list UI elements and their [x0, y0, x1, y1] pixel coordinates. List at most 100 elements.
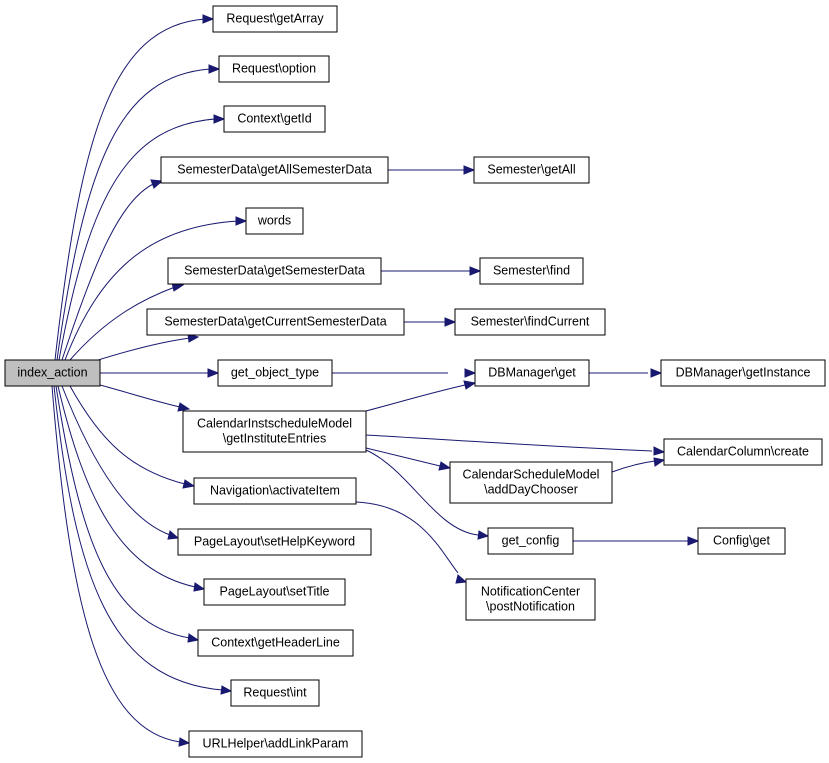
svg-text:Semester\getAll: Semester\getAll	[487, 162, 575, 176]
node-get-config[interactable]: get_config	[487, 527, 574, 555]
svg-text:PageLayout\setHelpKeyword: PageLayout\setHelpKeyword	[194, 534, 355, 548]
node-get-object-type[interactable]: get_object_type	[217, 359, 333, 387]
svg-text:CalendarScheduleModel: CalendarScheduleModel	[463, 467, 600, 481]
arrow-option	[208, 64, 221, 74]
arrow-getId	[213, 114, 226, 124]
arrow-calsched	[438, 461, 452, 471]
edge-index-getSemesterData	[69, 286, 176, 361]
arrow-words	[235, 216, 248, 226]
edge-calinst-getconfig	[365, 449, 479, 536]
svg-text:Semester\find: Semester\find	[493, 263, 570, 277]
arrow-dbget	[464, 368, 477, 378]
svg-text:Request\getArray: Request\getArray	[226, 11, 324, 25]
node-context-getheaderline[interactable]: Context\getHeaderLine	[197, 629, 354, 657]
svg-text:index_action: index_action	[17, 365, 87, 379]
edge-calinst-dbget	[365, 384, 466, 412]
arrow-configget	[687, 536, 700, 546]
node-semesterdata-getsemesterdata[interactable]: SemesterData\getSemesterData	[167, 257, 382, 285]
arrow-get_object_type	[207, 368, 220, 378]
arrow-req-int	[220, 685, 233, 695]
node-semester-getall[interactable]: Semester\getAll	[473, 156, 590, 184]
svg-text:DBManager\get: DBManager\get	[488, 365, 576, 379]
edge-index-req-int	[53, 385, 223, 691]
svg-text:CalendarColumn\create: CalendarColumn\create	[677, 444, 809, 458]
node-dbmanager-getinstance[interactable]: DBManager\getInstance	[660, 359, 826, 387]
arrow-pl-help	[167, 530, 180, 540]
node-words[interactable]: words	[245, 207, 304, 235]
edge-index-words	[64, 220, 240, 361]
svg-text:words: words	[257, 213, 291, 227]
edge-calsched-calcol	[611, 460, 656, 473]
edge-calinst-calsched	[365, 447, 441, 467]
arrowheads	[150, 14, 700, 747]
arrow-semGetAll	[463, 165, 476, 175]
arrow-calsched-calcol	[653, 457, 666, 467]
node-pagelayout-settitle[interactable]: PageLayout\setTitle	[203, 578, 346, 606]
node-semesterdata-getallsemesterdata[interactable]: SemesterData\getAllSemesterData	[160, 156, 389, 184]
edge-index-option	[56, 68, 211, 361]
node-calendarcolumn-create[interactable]: CalendarColumn\create	[663, 438, 823, 466]
edge-index-getArray	[54, 18, 206, 361]
node-context-getid[interactable]: Context\getId	[223, 105, 326, 133]
arrow-ctx-header	[187, 633, 200, 643]
edge-index-url-add	[51, 385, 181, 743]
svg-text:CalendarInstscheduleModel: CalendarInstscheduleModel	[197, 416, 352, 430]
node-dbmanager-get[interactable]: DBManager\get	[474, 359, 590, 387]
arrow-url-add	[178, 737, 191, 747]
edge-calinst-calcol	[365, 434, 653, 452]
svg-text:NotificationCenter: NotificationCenter	[481, 584, 580, 598]
edge-navigation-notif	[355, 501, 459, 574]
node-index-action[interactable]: index_action	[4, 359, 101, 387]
svg-text:Config\get: Config\get	[713, 533, 771, 547]
edge-index-calinst	[99, 384, 181, 408]
svg-text:\postNotification: \postNotification	[486, 599, 575, 613]
svg-text:DBManager\getInstance: DBManager\getInstance	[676, 365, 811, 379]
svg-text:Semester\findCurrent: Semester\findCurrent	[471, 314, 590, 328]
arrow-getArray	[202, 14, 215, 24]
edge-index-pl-title	[57, 385, 196, 588]
svg-text:get_object_type: get_object_type	[231, 365, 319, 379]
node-calendarschedulemodel-adddaychooser[interactable]: CalendarScheduleModel \addDayChooser	[449, 461, 613, 504]
svg-text:SemesterData\getAllSemesterDat: SemesterData\getAllSemesterData	[177, 162, 372, 176]
node-calendarinstschedulemodel-getinstituteentries[interactable]: CalendarInstscheduleModel \getInstituteE…	[182, 410, 367, 453]
edges	[51, 18, 688, 743]
arrow-getAllSemesterData	[150, 179, 164, 189]
svg-text:Request\int: Request\int	[243, 685, 307, 699]
arrow-calinst	[177, 402, 191, 412]
edge-index-getCurrentSemesterData	[94, 337, 191, 362]
arrow-semFindCurrent	[444, 317, 457, 327]
svg-text:URLHelper\addLinkParam: URLHelper\addLinkParam	[203, 736, 349, 750]
svg-text:Context\getHeaderLine: Context\getHeaderLine	[211, 635, 340, 649]
arrow-calcol	[653, 446, 666, 456]
node-urlhelper-addlinkparam[interactable]: URLHelper\addLinkParam	[188, 730, 363, 758]
arrow-pl-title	[193, 582, 206, 592]
node-semester-find[interactable]: Semester\find	[479, 257, 584, 285]
node-config-get[interactable]: Config\get	[697, 527, 786, 555]
arrow-semFind	[469, 266, 482, 276]
node-semester-findcurrent[interactable]: Semester\findCurrent	[454, 308, 606, 336]
svg-text:PageLayout\setTitle: PageLayout\setTitle	[219, 584, 329, 598]
svg-text:Navigation\activateItem: Navigation\activateItem	[210, 483, 340, 497]
arrow-calinst-dbget	[463, 380, 477, 390]
svg-text:\getInstituteEntries: \getInstituteEntries	[223, 431, 327, 445]
arrow-notif	[455, 574, 468, 584]
edge-index-pl-help	[61, 385, 171, 536]
node-request-getarray[interactable]: Request\getArray	[212, 5, 338, 33]
svg-text:Request\option: Request\option	[232, 61, 316, 75]
svg-text:SemesterData\getSemesterData: SemesterData\getSemesterData	[184, 263, 365, 277]
node-navigation-activateitem[interactable]: Navigation\activateItem	[193, 477, 357, 505]
arrow-getconfig	[477, 530, 490, 540]
node-semesterdata-getcurrentsemesterdata[interactable]: SemesterData\getCurrentSemesterData	[146, 308, 405, 336]
node-notificationcenter-postnotification[interactable]: NotificationCenter \postNotification	[465, 578, 596, 621]
edge-index-ctx-header	[55, 385, 191, 639]
svg-text:\addDayChooser: \addDayChooser	[484, 482, 578, 496]
node-request-int[interactable]: Request\int	[230, 679, 320, 707]
node-pagelayout-sethelpkeyword[interactable]: PageLayout\setHelpKeyword	[177, 528, 372, 556]
edge-index-getId	[58, 118, 216, 361]
svg-text:get_config: get_config	[502, 533, 560, 547]
edge-index-navigation	[69, 385, 186, 485]
arrow-getInstance	[650, 368, 663, 378]
node-request-option[interactable]: Request\option	[218, 55, 330, 83]
arrow-navigation	[182, 479, 196, 489]
